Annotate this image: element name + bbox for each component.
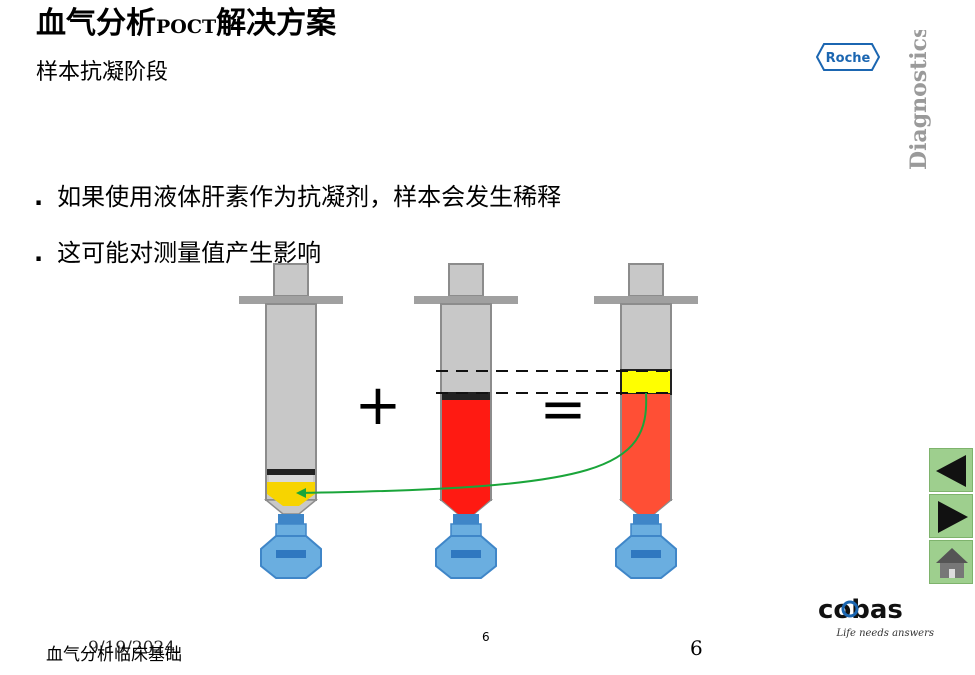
syringe-diluted <box>593 263 699 579</box>
diagnostics-label: Diagnostics <box>906 30 932 170</box>
arrow-head-icon <box>296 488 306 498</box>
prev-button[interactable] <box>929 448 973 492</box>
home-icon <box>936 548 968 578</box>
home-button[interactable] <box>929 540 973 584</box>
title-main: 血气分析 <box>36 6 156 41</box>
next-button[interactable] <box>929 494 973 538</box>
page-title: 血气分析POCT解决方案 <box>36 4 336 47</box>
svg-text:Life needs answers: Life needs answers <box>835 628 934 639</box>
equals-sign: = <box>540 377 587 442</box>
page-number: 6 <box>690 636 703 660</box>
bullet-item: .这可能对测量值产生影响 <box>34 239 322 267</box>
page-subtitle: 样本抗凝阶段 <box>36 60 169 85</box>
plus-sign: + <box>355 373 402 438</box>
footer-course-title: 血气分析临床基础 <box>46 645 182 665</box>
roche-logo: Roche <box>816 43 880 71</box>
footer-date: 9/19/2024 <box>88 638 176 658</box>
title-sub: POCT <box>156 16 217 38</box>
bullet-item: .如果使用液体肝素作为抗凝剂，样本会发生稀释 <box>34 183 562 211</box>
triangle-left-icon <box>936 455 966 487</box>
syringe-heparin <box>238 263 344 579</box>
page-number-small: 6 <box>482 630 490 644</box>
title-tail: 解决方案 <box>216 6 337 41</box>
bullet-list: .如果使用液体肝素作为抗凝剂，样本会发生稀释 .这可能对测量值产生影响 <box>34 182 561 294</box>
triangle-right-icon <box>938 501 968 533</box>
svg-text:Roche: Roche <box>826 51 871 66</box>
syringe-blood <box>413 263 519 579</box>
dilution-arrow <box>299 392 648 494</box>
svg-text:cobas: cobas <box>818 595 903 625</box>
cobas-logo: cobas Life needs answers <box>818 595 934 639</box>
svg-text:Diagnostics: Diagnostics <box>906 30 932 170</box>
